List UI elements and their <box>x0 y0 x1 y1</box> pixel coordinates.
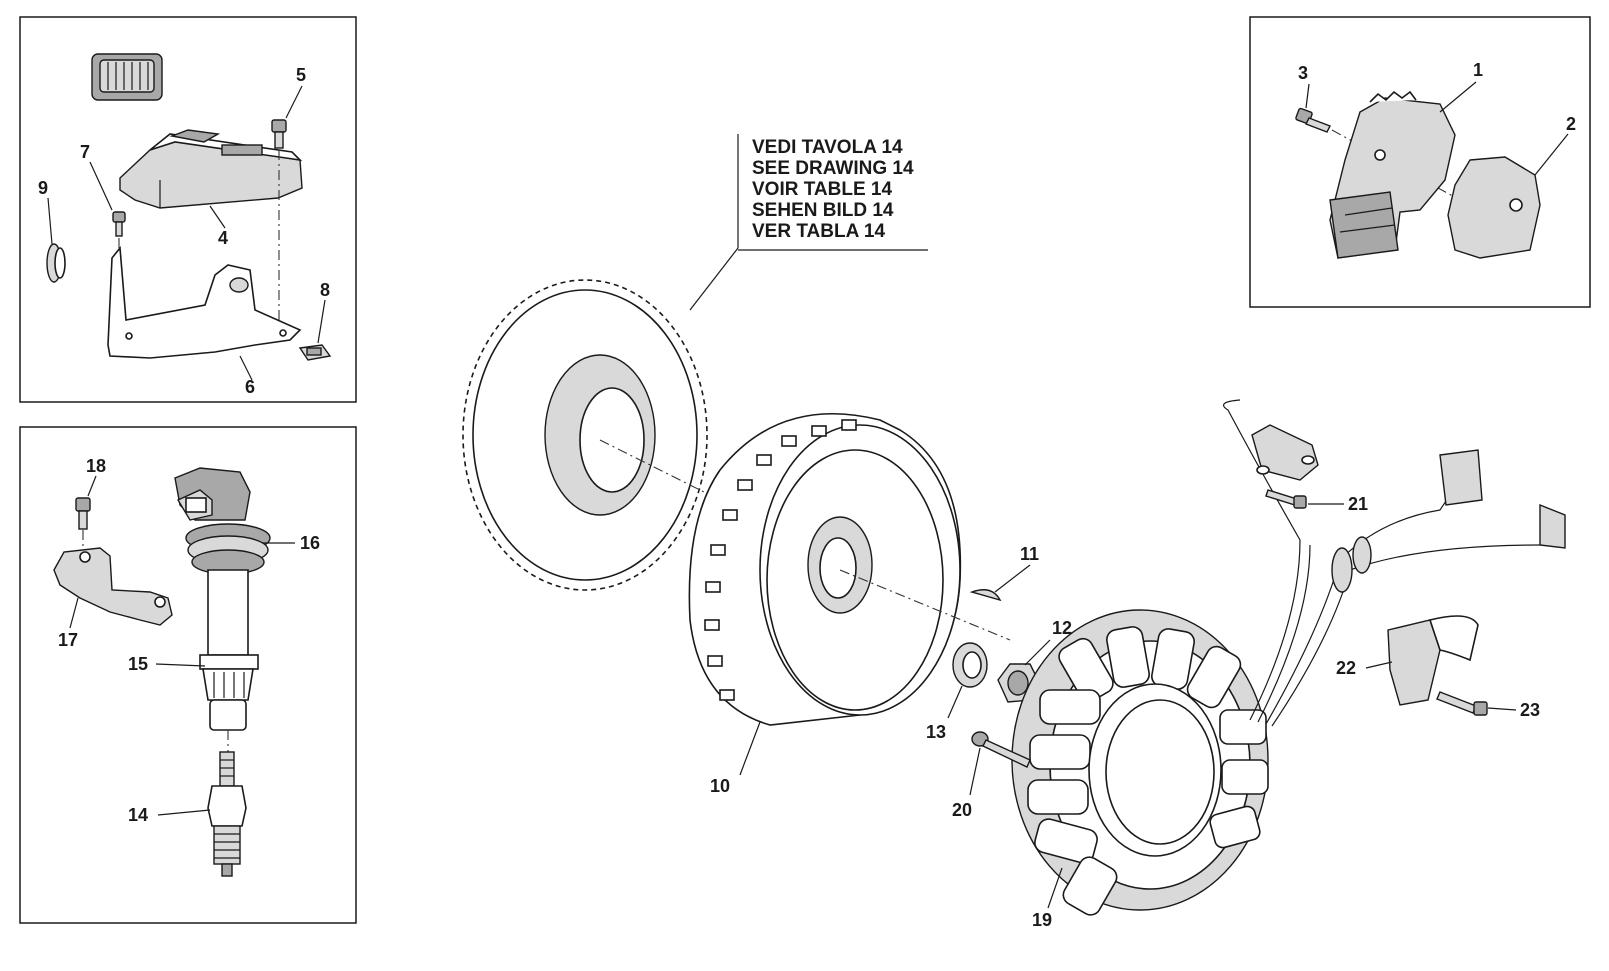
part-label-16: 16 <box>300 533 320 553</box>
part-label-19: 19 <box>1032 910 1052 930</box>
part-label-5: 5 <box>296 65 306 85</box>
reference-note: VEDI TAVOLA 14 SEE DRAWING 14 VOIR TABLE… <box>752 137 914 242</box>
bolt-18 <box>75 497 91 530</box>
part-label-10: 10 <box>710 776 730 796</box>
spark-plug-14 <box>207 751 247 877</box>
ignition-panel-frame <box>19 426 357 924</box>
part-label-4: 4 <box>218 228 228 248</box>
sensor-gasket-2 <box>1447 156 1541 259</box>
washer-13 <box>952 642 988 688</box>
bolt-7 <box>112 211 126 237</box>
retaining-plate-17 <box>53 547 173 626</box>
part-label-15: 15 <box>128 654 148 674</box>
pickup-sensor-1 <box>1329 90 1456 259</box>
part-label-13: 13 <box>926 722 946 742</box>
bolt-5 <box>271 119 287 149</box>
part-label-22: 22 <box>1336 658 1356 678</box>
reference-note-line-de: SEHEN BILD 14 <box>752 200 894 221</box>
woodruff-key-11 <box>969 589 1002 602</box>
bolt-3 <box>1295 107 1331 133</box>
part-label-14: 14 <box>128 805 148 825</box>
sensor-panel-frame <box>1249 16 1591 308</box>
part-label-6: 6 <box>245 377 255 397</box>
bolt-23 <box>1436 691 1488 716</box>
part-label-3: 3 <box>1298 63 1308 83</box>
part-label-21: 21 <box>1348 494 1368 514</box>
ignition-coil-16 <box>174 467 271 731</box>
part-label-9: 9 <box>38 178 48 198</box>
ecu-panel-frame <box>19 16 357 403</box>
wiring-harness <box>1222 399 1566 727</box>
part-label-8: 8 <box>320 280 330 300</box>
part-label-11: 11 <box>1020 544 1039 564</box>
reference-note-line-it: VEDI TAVOLA 14 <box>752 137 903 158</box>
bolt-20 <box>971 731 1031 768</box>
grommet-9 <box>46 243 66 283</box>
part-label-23: 23 <box>1520 700 1540 720</box>
reference-note-line-en: SEE DRAWING 14 <box>752 158 914 179</box>
ecu-unit <box>119 129 303 209</box>
reference-note-line-es: VER TABLA 14 <box>752 221 885 242</box>
stator-19 <box>1011 609 1269 916</box>
part-label-1: 1 <box>1473 60 1483 80</box>
part-label-17: 17 <box>58 630 78 650</box>
sensor-21 <box>1251 424 1319 509</box>
starter-ring-gear <box>462 279 708 591</box>
connector-plug <box>91 53 163 101</box>
part-label-20: 20 <box>952 800 972 820</box>
clip-nut-8 <box>298 344 332 361</box>
cable-clip-22 <box>1387 615 1479 706</box>
part-label-18: 18 <box>86 456 106 476</box>
reference-note-line-fr: VOIR TABLE 14 <box>752 179 892 200</box>
part-label-7: 7 <box>80 142 90 162</box>
part-label-12: 12 <box>1052 618 1072 638</box>
flywheel-rotor-10 <box>688 413 962 726</box>
part-label-2: 2 <box>1566 114 1576 134</box>
mounting-bracket-6 <box>107 245 302 359</box>
